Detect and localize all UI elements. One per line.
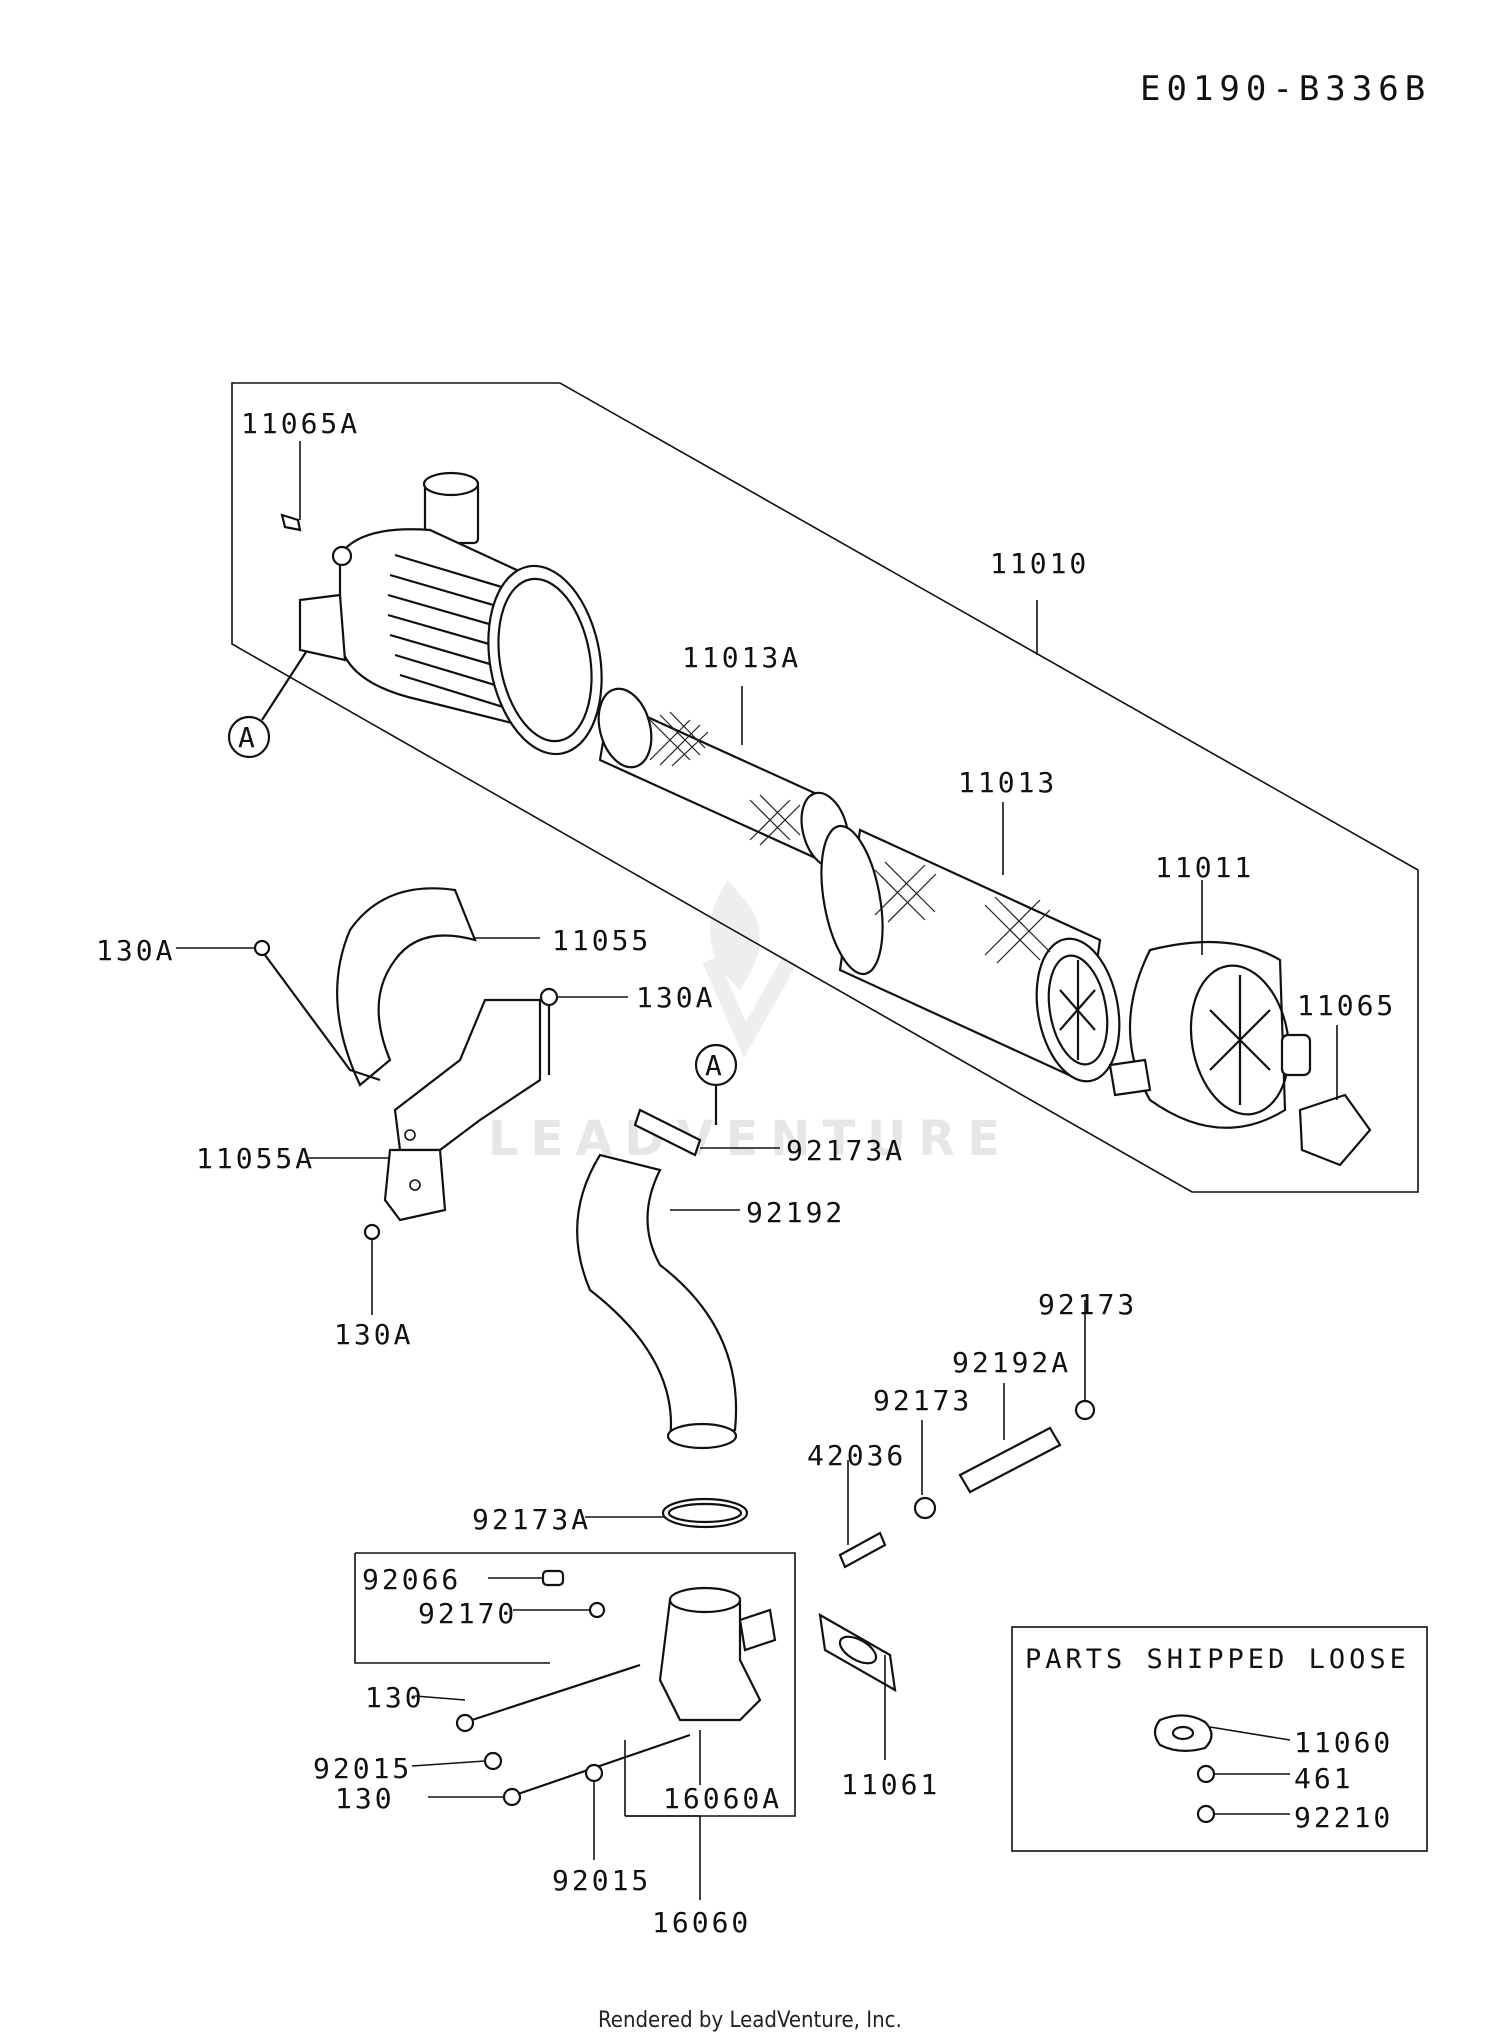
inner-element-11013A: [597, 687, 850, 869]
hose-92192: [576, 1153, 738, 1442]
label-42036: 42036: [807, 1439, 906, 1472]
label-92192: 92192: [746, 1196, 845, 1229]
leader-lines: [176, 441, 1338, 1900]
parts-shipped-loose-box: PARTS SHIPPED LOOSE: [1011, 1626, 1428, 1852]
label-92192A: 92192A: [952, 1346, 1071, 1379]
callout-A-hose: A: [694, 1043, 738, 1125]
label-16060A: 16060A: [663, 1782, 782, 1815]
watermark-text: LEADVENTURE: [488, 1111, 1012, 1167]
parts-box-title: PARTS SHIPPED LOOSE: [1025, 1644, 1410, 1675]
label-92173-left: 92173: [873, 1384, 972, 1417]
inlet-assembly-box: [354, 1552, 796, 1817]
valve-11065: [1298, 1093, 1372, 1167]
label-92173A-bottom: 92173A: [472, 1503, 591, 1536]
label-130A-mid: 130A: [636, 981, 715, 1014]
footer-text: Rendered by LeadVenture, Inc.: [598, 2008, 902, 2033]
assembly-11010-outline: [231, 382, 1419, 1193]
label-11013A: 11013A: [682, 641, 801, 674]
bolt-130-upper: [455, 1663, 641, 1733]
hose-92192A: [958, 1426, 1062, 1494]
diagram-code: E0190-B336B: [1140, 69, 1431, 109]
pipe-42036: [838, 1531, 887, 1569]
clamp-92173A-bottom: [661, 1497, 749, 1529]
label-11010: 11010: [990, 547, 1089, 580]
cap-11011: [1108, 940, 1312, 1129]
label-11013: 11013: [958, 766, 1057, 799]
clamp-92173-right: [1074, 1399, 1096, 1421]
washer-92015-upper: [483, 1751, 503, 1771]
label-11065A: 11065A: [241, 407, 360, 440]
bolt-130A-top: [253, 939, 271, 957]
washer-92015-lower: [584, 1763, 604, 1783]
label-11011: 11011: [1155, 851, 1254, 884]
gasket-11060: [1153, 1714, 1213, 1752]
label-11065: 11065: [1297, 989, 1396, 1022]
air-cleaner-housing: [280, 471, 603, 756]
label-11060: 11060: [1294, 1726, 1393, 1759]
callout-A-housing: A: [227, 651, 307, 759]
label-130-upper: 130: [365, 1681, 425, 1714]
clamp-92173-left: [913, 1496, 937, 1520]
nut-92210: [1196, 1804, 1216, 1824]
label-92015-lower: 92015: [552, 1864, 651, 1897]
svg-text:A: A: [238, 721, 258, 754]
bolt-130A-mid: [539, 987, 559, 1075]
label-16060: 16060: [652, 1906, 751, 1939]
label-11055A: 11055A: [196, 1142, 315, 1175]
gasket-11061: [818, 1612, 897, 1693]
outer-element-11013: [820, 824, 1121, 1083]
label-92066: 92066: [362, 1563, 461, 1596]
fitting-92066: [541, 1569, 565, 1587]
svg-text:A: A: [705, 1049, 725, 1082]
label-130A-bottom: 130A: [334, 1318, 413, 1351]
inlet-pipe-16060: [658, 1586, 777, 1722]
band-11055A: [383, 998, 542, 1222]
label-11055: 11055: [552, 924, 651, 957]
label-461: 461: [1294, 1762, 1354, 1795]
label-92170: 92170: [418, 1597, 517, 1630]
nut-92170: [588, 1601, 606, 1619]
label-130-lower: 130: [335, 1782, 395, 1815]
band-11055: [264, 887, 477, 1087]
label-92015-upper: 92015: [313, 1752, 412, 1785]
bolt-130A-bottom: [363, 1223, 381, 1241]
label-11061: 11061: [841, 1768, 940, 1801]
label-92173A-top: 92173A: [786, 1134, 905, 1167]
label-92210: 92210: [1294, 1801, 1393, 1834]
part-labels: 11065A 11010 11013A 11013 11011 11065 13…: [96, 407, 1396, 1939]
label-130A-top: 130A: [96, 934, 175, 967]
washer-461: [1196, 1764, 1216, 1784]
label-92173-right: 92173: [1038, 1288, 1137, 1321]
clamp-92173A-top: [633, 1108, 702, 1157]
leadventure-watermark: LEADVENTURE: [488, 880, 1012, 1167]
